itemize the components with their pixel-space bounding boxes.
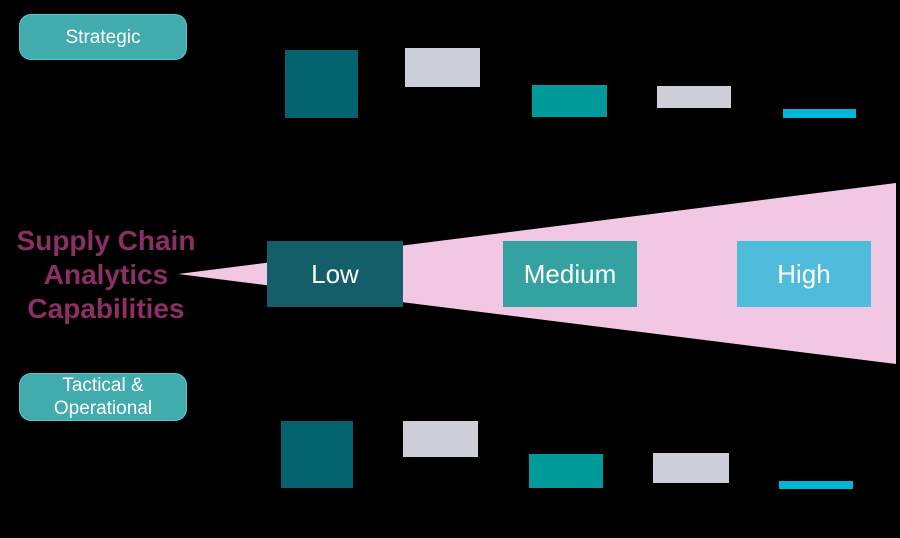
level-box-medium: Medium [503,241,637,307]
tactical-operational-label-pill: Tactical & Operational [19,373,187,421]
tactical-bar-2 [403,421,478,457]
tactical-bar-5 [779,481,853,489]
strategic-bar-4 [657,86,731,108]
tactical-bar-1 [281,421,353,488]
level-low-label: Low [311,258,359,289]
strategic-bar-5 [783,109,856,118]
title-line-2: Analytics [43,259,169,290]
strategic-bar-3 [532,85,607,117]
tactical-label-line2: Operational [53,398,153,419]
strategic-label-pill: Strategic [19,14,187,60]
tactical-bar-4 [653,453,729,483]
tactical-bar-3 [529,454,603,488]
level-high-label: High [777,258,831,289]
strategic-bar-2 [405,48,480,87]
level-medium-label: Medium [523,258,617,289]
tactical-label-line1: Tactical & [62,375,144,396]
level-box-low: Low [267,241,403,307]
level-box-high: High [737,241,871,307]
title-line-1: Supply Chain [16,225,196,256]
title-line-3: Capabilities [27,293,185,324]
diagram-title: Supply Chain Analytics Capabilities [0,224,212,326]
strategic-label-text: Strategic [65,26,141,48]
strategic-bar-1 [285,50,358,118]
